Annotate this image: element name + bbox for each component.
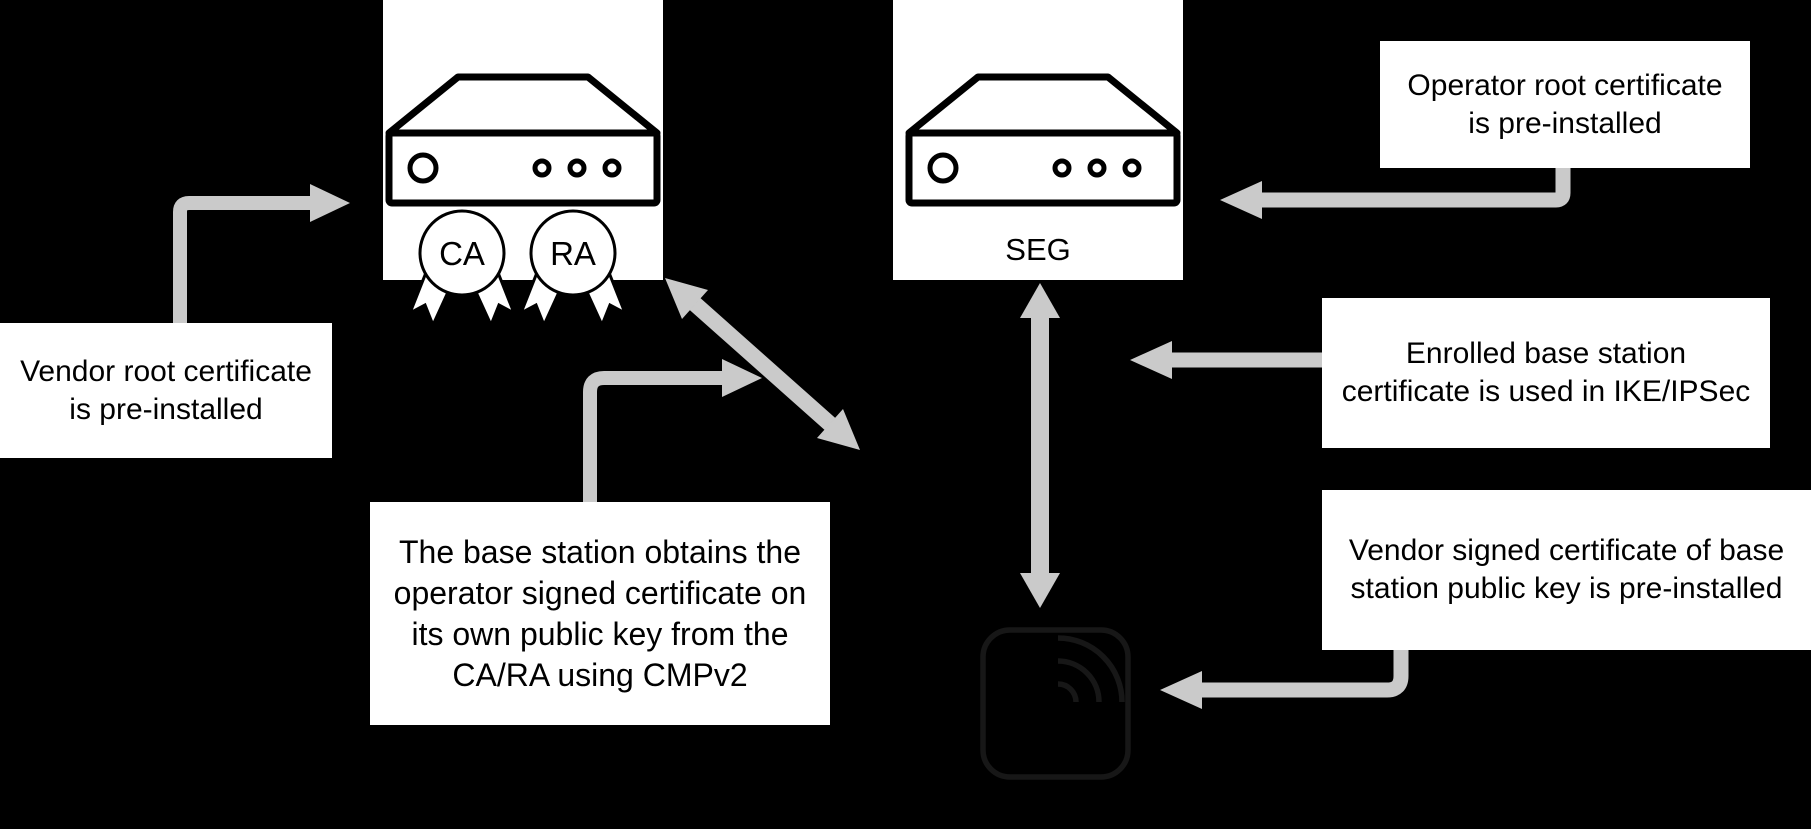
arrow-seg-bs-bidirectional (1020, 283, 1060, 608)
arrow-cara-bs-bidirectional (665, 278, 860, 450)
callout-line: The base station obtains the (398, 533, 802, 570)
ca-ra-server-panel (383, 0, 663, 280)
arrow-cmpv2-to-link (583, 359, 762, 502)
callout-line: operator signed certificate on (393, 574, 807, 611)
callout-line: is pre-installed (69, 392, 263, 426)
callout-vendor-signed-cert: Vendor signed certificate of base statio… (1322, 490, 1811, 650)
callout-vendor-root-cert: Vendor root certificate is pre-installed (0, 323, 332, 458)
callout-line: its own public key from the (411, 615, 789, 652)
arrow-vendor-root-to-cara (173, 184, 350, 323)
arrow-vendor-signed-to-bs (1160, 650, 1409, 709)
callout-enrolled-cert: Enrolled base station certificate is use… (1322, 298, 1770, 448)
base-station-icon (980, 627, 1131, 780)
callout-line: certificate is used in IKE/IPSec (1341, 375, 1751, 408)
callout-line: Vendor root certificate (20, 354, 312, 388)
seg-server-panel: SEG (893, 0, 1183, 280)
callout-line: Enrolled base station (1405, 337, 1687, 370)
arrow-enrolled-to-link (1130, 341, 1322, 379)
callout-operator-root-cert: Operator root certificate is pre-install… (1380, 41, 1750, 168)
callout-line: is pre-installed (1468, 106, 1662, 140)
seg-label: SEG (1005, 232, 1071, 267)
callout-line: station public key is pre-installed (1350, 572, 1783, 605)
arrow-operator-root-to-seg (1220, 168, 1571, 219)
callout-line: Vendor signed certificate of base (1348, 534, 1785, 567)
callout-line: Operator root certificate (1407, 68, 1723, 102)
callout-cmpv2-enrollment: The base station obtains the operator si… (370, 502, 830, 725)
callout-line: CA/RA using CMPv2 (452, 656, 748, 693)
